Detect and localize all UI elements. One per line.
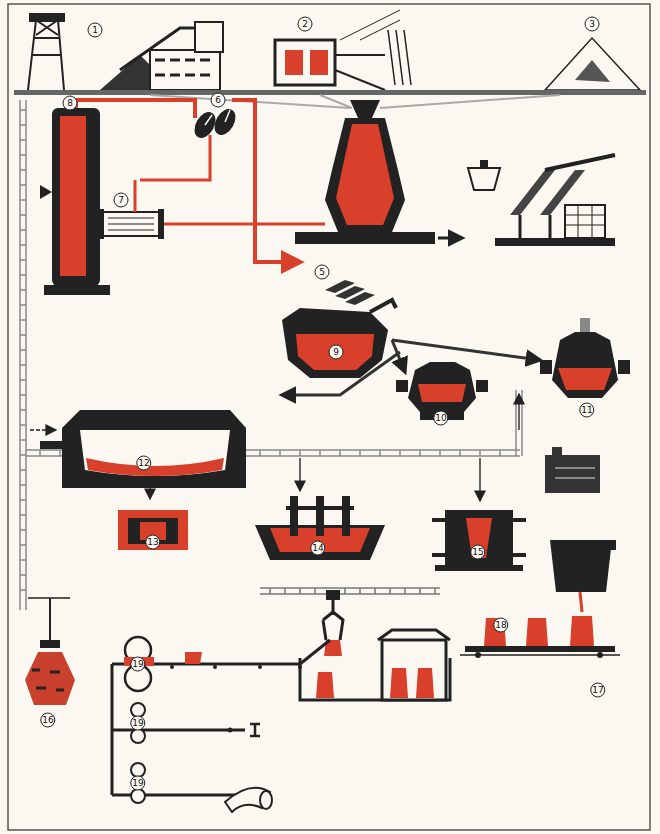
oxygen-converter — [540, 318, 630, 398]
feed-arrow — [518, 395, 520, 430]
coke-oven — [275, 10, 411, 90]
open-hearth-furnace — [40, 410, 246, 488]
teeming-ladle — [550, 540, 616, 612]
callout-number: 1 — [88, 23, 103, 38]
blast-furnace — [295, 100, 435, 244]
ore-pile — [545, 38, 640, 90]
flow-arrow — [282, 352, 400, 395]
feed-arrow — [479, 458, 481, 500]
flow-arrow — [438, 237, 462, 240]
gas-pipe — [232, 100, 300, 262]
pig-iron — [325, 280, 375, 305]
ore-plant — [100, 22, 223, 90]
furnace-icon — [545, 447, 600, 493]
soaking-pit — [300, 630, 450, 700]
gas-pipe — [140, 135, 210, 180]
callout-number: 8 — [63, 96, 78, 111]
callout-number: 3 — [585, 17, 600, 32]
ground-line — [14, 90, 646, 95]
flow-arrow — [392, 340, 540, 360]
gas-pipe — [135, 180, 325, 224]
feed-arrow — [30, 429, 55, 431]
mine-headframe — [28, 14, 64, 90]
dust-catcher — [190, 105, 240, 141]
callout-number: 5 — [315, 265, 330, 280]
gas-cleaner — [98, 209, 164, 239]
callout-number: 9 — [329, 345, 344, 360]
induction-furnace — [118, 510, 188, 550]
hot-blast-stove — [40, 108, 110, 295]
storage-bins — [468, 155, 615, 246]
electric-arc-furnace — [255, 496, 385, 560]
ingot-moulds — [460, 616, 620, 658]
gas-pipe — [76, 100, 195, 118]
callout-number: 6 — [211, 93, 226, 108]
rail-line — [20, 100, 522, 610]
rolling-mill — [112, 637, 330, 812]
crucible-furnace — [432, 510, 526, 571]
feed-arrow — [299, 458, 301, 490]
callout-number: 7 — [114, 193, 129, 208]
callout-number: 2 — [298, 17, 313, 32]
scrap-magnet — [25, 598, 75, 705]
